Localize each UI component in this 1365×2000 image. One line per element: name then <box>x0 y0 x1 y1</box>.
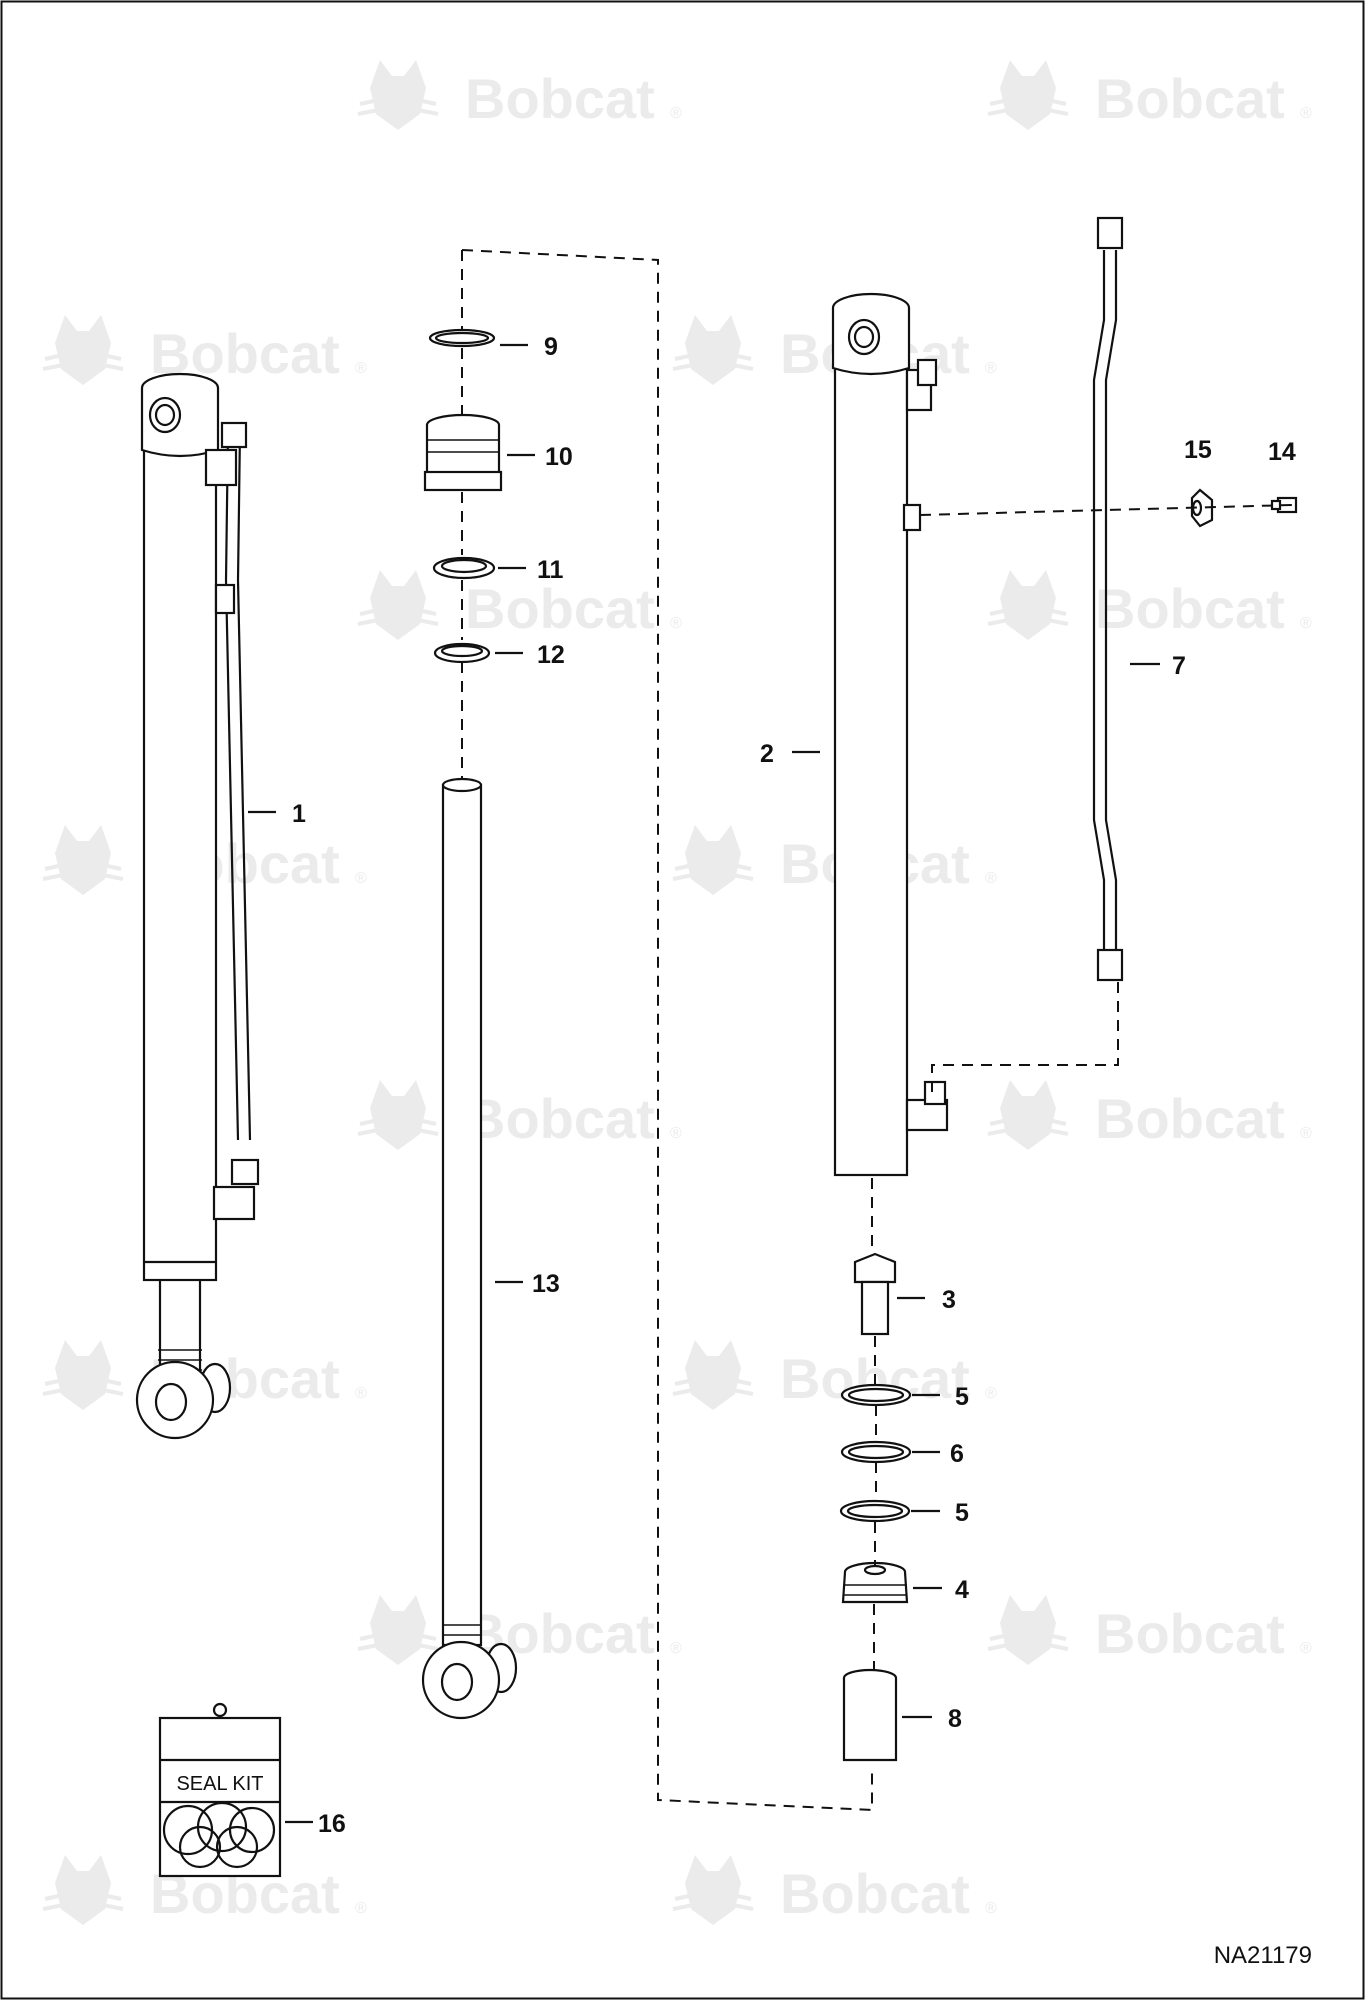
part-5-washer-lower <box>839 1499 911 1523</box>
bobcat-logo-icon <box>986 1593 1070 1667</box>
bobcat-logo-icon <box>986 568 1070 642</box>
bobcat-logo-icon <box>986 1078 1070 1152</box>
watermark: Bobcat® <box>41 313 367 387</box>
watermark: Bobcat ® <box>986 1078 1312 1152</box>
callout-13: 13 <box>532 1270 560 1298</box>
bobcat-logo-icon <box>986 58 1070 132</box>
part-7-tube <box>1092 216 1124 982</box>
bobcat-logo-icon <box>41 1853 125 1927</box>
part-8-spacer <box>842 1668 898 1762</box>
bobcat-logo-icon <box>356 1593 440 1667</box>
assembly-dashed-lines <box>461 249 1293 1812</box>
callout-16: 16 <box>318 1810 346 1838</box>
bobcat-logo-icon <box>671 1338 755 1412</box>
watermark: Bobcat ® <box>986 58 1312 132</box>
watermark-registered-mark: ® <box>1300 615 1312 632</box>
part-12-seal <box>433 642 491 664</box>
watermark-registered-mark: ® <box>355 360 367 377</box>
bobcat-logo-icon <box>356 58 440 132</box>
part-2-barrel <box>831 292 949 1177</box>
part-9-o-ring <box>428 328 496 348</box>
watermark-text: Bobcat <box>1095 577 1285 640</box>
watermark-registered-mark: ® <box>985 1385 997 1402</box>
watermark-registered-mark: ® <box>355 1385 367 1402</box>
part-5-washer-upper <box>840 1383 912 1407</box>
watermark: Bobcat ® <box>356 1078 682 1152</box>
watermark-registered-mark: ® <box>355 1900 367 1917</box>
part-1-cylinder-assembly <box>135 372 260 1440</box>
watermark-registered-mark: ® <box>1300 1125 1312 1142</box>
callout-9: 9 <box>544 333 558 361</box>
part-3-bolt <box>853 1252 897 1336</box>
bobcat-logo-icon <box>41 1338 125 1412</box>
bobcat-logo-icon <box>356 568 440 642</box>
callout-11: 11 <box>537 556 564 584</box>
watermark-text: Bobcat <box>465 577 655 640</box>
callout-4: 4 <box>955 1576 969 1604</box>
callout-10: 10 <box>545 443 573 471</box>
bobcat-logo-icon <box>41 313 125 387</box>
part-13-rod <box>421 777 518 1720</box>
part-11-seal <box>432 556 496 580</box>
figure-id: NA21179 <box>1214 1942 1312 1969</box>
watermark-registered-mark: ® <box>670 105 682 122</box>
bobcat-logo-icon <box>671 313 755 387</box>
watermark-text: Bobcat <box>465 1087 655 1150</box>
part-10-gland <box>423 413 503 492</box>
callout-3: 3 <box>942 1286 956 1314</box>
watermark: Bobcat ® <box>356 58 682 132</box>
callout-14: 14 <box>1268 438 1296 466</box>
watermark-registered-mark: ® <box>1300 1640 1312 1657</box>
watermark-registered-mark: ® <box>670 615 682 632</box>
part-16-seal-kit: SEAL KIT <box>158 1702 282 1878</box>
watermark-layer: Bobcat ® Bobcat ® Bobcat ® Bobcat ® Bobcat ® Bobca… <box>41 58 1312 1927</box>
watermark-text: Bobcat <box>780 1862 970 1925</box>
callout-5-lower: 5 <box>955 1499 969 1527</box>
part-6-ring <box>840 1440 912 1464</box>
leader-lines <box>248 343 1160 1824</box>
callout-5-upper: 5 <box>955 1383 969 1411</box>
callout-8: 8 <box>948 1705 962 1733</box>
watermark: Bobcat ® <box>356 568 682 642</box>
bobcat-logo-icon <box>41 823 125 897</box>
bobcat-logo-icon <box>671 823 755 897</box>
watermark: Bobcat® <box>356 1593 682 1667</box>
watermark: Bobcat ® <box>986 1593 1312 1667</box>
watermark: Bobcat ® <box>986 568 1312 642</box>
watermark-registered-mark: ® <box>355 870 367 887</box>
bobcat-logo-icon <box>356 1078 440 1152</box>
watermark-registered-mark: ® <box>985 870 997 887</box>
watermark-registered-mark: ® <box>670 1640 682 1657</box>
watermark-registered-mark: ® <box>670 1125 682 1142</box>
callout-6: 6 <box>950 1440 964 1468</box>
watermark-registered-mark: ® <box>985 1900 997 1917</box>
callout-1: 1 <box>292 800 306 828</box>
watermark-text: Bobcat <box>1095 1602 1285 1665</box>
watermark-registered-mark: ® <box>985 360 997 377</box>
watermark: Bobcat ® <box>671 1853 997 1927</box>
seal-kit-label: SEAL KIT <box>176 1773 263 1795</box>
watermark-registered-mark: ® <box>1300 105 1312 122</box>
part-4-piston <box>841 1561 909 1604</box>
watermark-text: Bobcat <box>1095 67 1285 130</box>
bobcat-logo-icon <box>671 1853 755 1927</box>
watermark-text: Bobcat <box>465 67 655 130</box>
callout-numbers: 1 2 3 4 5 6 5 7 8 9 10 11 12 13 14 15 16 <box>292 333 1296 1838</box>
callout-2: 2 <box>760 740 774 768</box>
part-15-clamp <box>1190 488 1214 528</box>
callout-15: 15 <box>1184 436 1212 464</box>
watermark: Bobcat® <box>671 1338 997 1412</box>
callout-7: 7 <box>1172 652 1186 680</box>
callout-12: 12 <box>537 641 565 669</box>
watermark-text: Bobcat <box>1095 1087 1285 1150</box>
